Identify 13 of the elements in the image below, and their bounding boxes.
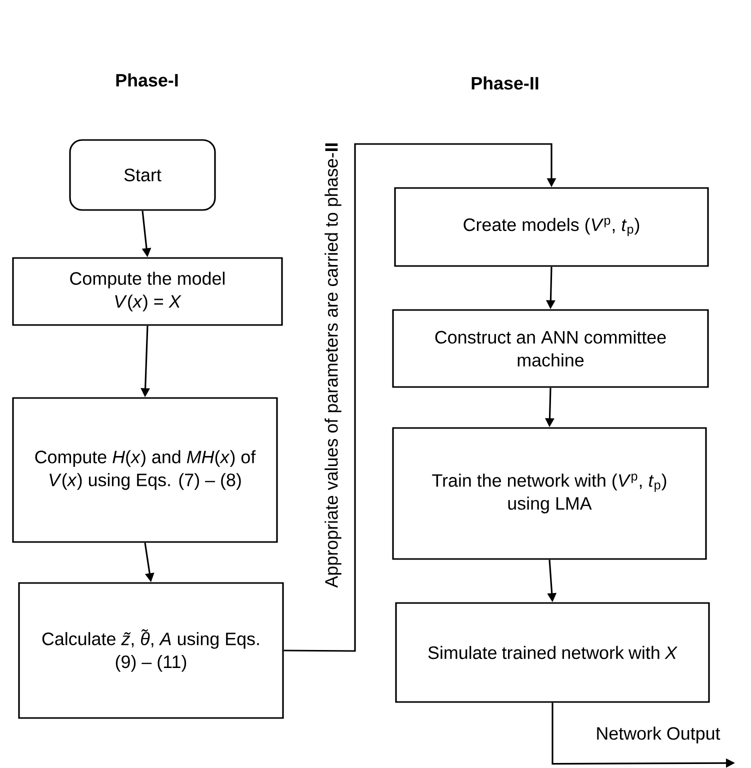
process-box: Train the network with (V$^{p}$, t$_{p}$) using LMA [392,427,707,560]
process-box: Compute the model V(x) = X [12,257,283,326]
edge-label: Appropriate values of parameters are carried to phase-II [324,141,342,589]
process-box: Construct an ANN committee machine [392,309,709,388]
phase-heading: Phase-II [472,76,538,90]
process-box: Compute H(x) and MH(x) of V(x) using Eqs. (7) – (8) [12,397,278,543]
edge-label: Network Output [594,726,722,744]
phase-heading: Phase-I [116,73,178,87]
process-box: Create models (V$^{p}$, t$_{p}$) [394,187,709,267]
arrow [284,143,556,652]
process-box: Simulate trained network with X [395,602,710,703]
process-box: Calculate z̃, θ̃, A using Eqs. (9) – (11) [18,582,284,719]
start-box: Start [69,139,216,211]
